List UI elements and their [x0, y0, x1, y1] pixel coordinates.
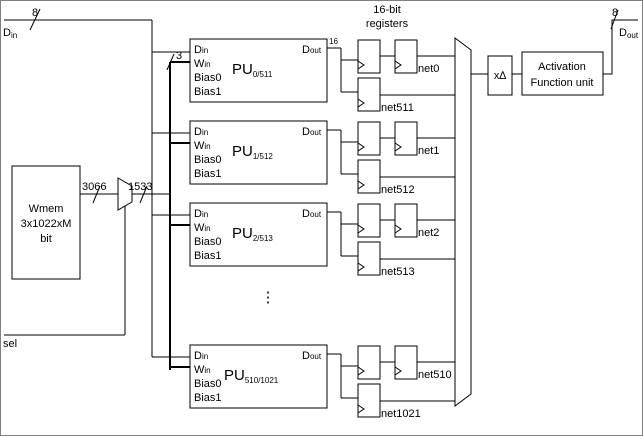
register-b	[394, 345, 418, 380]
net-label-a: net2	[418, 227, 439, 239]
width-16-label: 16	[329, 37, 338, 46]
weight-bus-slash	[166, 53, 175, 71]
pu-din-port: Din	[194, 126, 208, 138]
wmem-unit: bit	[40, 233, 52, 245]
sel-label: sel	[3, 338, 17, 350]
din-label: Din	[3, 27, 17, 40]
register-b	[394, 39, 418, 74]
activation-line2: Function unit	[531, 77, 594, 89]
register-a	[357, 121, 381, 156]
register-c	[357, 159, 381, 194]
pu-dout-port: Dout	[302, 208, 322, 220]
pu-dout-port: Dout	[302, 350, 322, 362]
net-label-b: net511	[381, 102, 414, 114]
pu-bias0-port: Bias0	[194, 154, 222, 166]
din-bus	[4, 8, 153, 357]
pu-din-port: Din	[194, 350, 208, 362]
pu-win-port: Win	[194, 140, 211, 152]
pu-block	[189, 202, 328, 267]
pu-bias1-port: Bias1	[194, 168, 222, 180]
dout-width-label: 8	[612, 7, 618, 19]
pu-din-port: Din	[194, 208, 208, 220]
weight-bus	[166, 53, 190, 370]
width-3-label: 3	[176, 50, 182, 62]
pu-block	[189, 120, 328, 185]
registers-label-line1: 16-bit	[373, 4, 401, 16]
wmem-title: Wmem	[29, 203, 64, 215]
dout-bus	[603, 19, 638, 75]
register-c	[357, 241, 381, 276]
pu-row-2: Din Win Bias0 Bias1 Dout PU2/513 net2 ne…	[189, 202, 455, 278]
pu-bias0-port: Bias0	[194, 236, 222, 248]
pu-win-port: Win	[194, 58, 211, 70]
scale-label: x∆	[494, 70, 507, 82]
register-b	[394, 203, 418, 238]
dout-label: Dout	[619, 27, 639, 40]
register-c	[357, 77, 381, 112]
pu-block	[189, 38, 328, 103]
ellipsis: ⋮	[261, 289, 276, 306]
register-a	[357, 203, 381, 238]
registers-label-line2: registers	[366, 18, 409, 30]
register-c	[357, 383, 381, 418]
pu-bias0-port: Bias0	[194, 378, 222, 390]
net-label-b: net512	[381, 184, 415, 196]
pu-row-0: Din Win Bias0 Bias1 Dout PU0/511 16 net0…	[189, 37, 455, 114]
pu-row-3: Din Win Bias0 Bias1 Dout PU510/1021 net5…	[189, 344, 455, 420]
pu-win-port: Win	[194, 222, 211, 234]
register-a	[357, 345, 381, 380]
register-b	[394, 121, 418, 156]
wmem-bus-slash	[92, 185, 101, 204]
pu-dout-port: Dout	[302, 44, 322, 56]
pu-bias1-port: Bias1	[194, 86, 222, 98]
activation-unit	[521, 51, 604, 96]
mux-bus-slash	[139, 185, 148, 204]
net-label-a: net510	[418, 369, 452, 381]
dout-bus-slash	[610, 9, 619, 30]
pu-name: PU1/512	[232, 143, 273, 161]
din-bus-slash	[29, 8, 41, 31]
pu-bias1-port: Bias1	[194, 392, 222, 404]
pu-win-port: Win	[194, 364, 211, 376]
pu-block	[189, 344, 328, 409]
net-label-a: net0	[418, 63, 439, 75]
net-label-b: net513	[381, 266, 415, 278]
scale-block	[487, 55, 513, 96]
pu-dout-port: Dout	[302, 126, 322, 138]
register-a	[357, 39, 381, 74]
net-label-b: net1021	[381, 408, 421, 420]
pu-bias0-port: Bias0	[194, 72, 222, 84]
width-3066-label: 3066	[82, 181, 106, 193]
wmem-size: 3x1022xM	[21, 218, 72, 230]
pu-row-1: Din Win Bias0 Bias1 Dout PU1/512 net1 ne…	[189, 120, 455, 196]
wmem-block	[11, 165, 81, 280]
width-1533-label: 1533	[128, 181, 152, 193]
pu-name: PU2/513	[232, 225, 273, 243]
activation-line1: Activation	[538, 61, 586, 73]
output-mux	[454, 37, 472, 407]
din-width-label: 8	[32, 7, 38, 19]
net-label-a: net1	[418, 145, 439, 157]
wmem-mux	[117, 177, 133, 211]
pu-bias1-port: Bias1	[194, 250, 222, 262]
pu-name: PU0/511	[232, 61, 273, 79]
pu-name: PU510/1021	[224, 367, 279, 385]
pu-din-port: Din	[194, 44, 208, 56]
